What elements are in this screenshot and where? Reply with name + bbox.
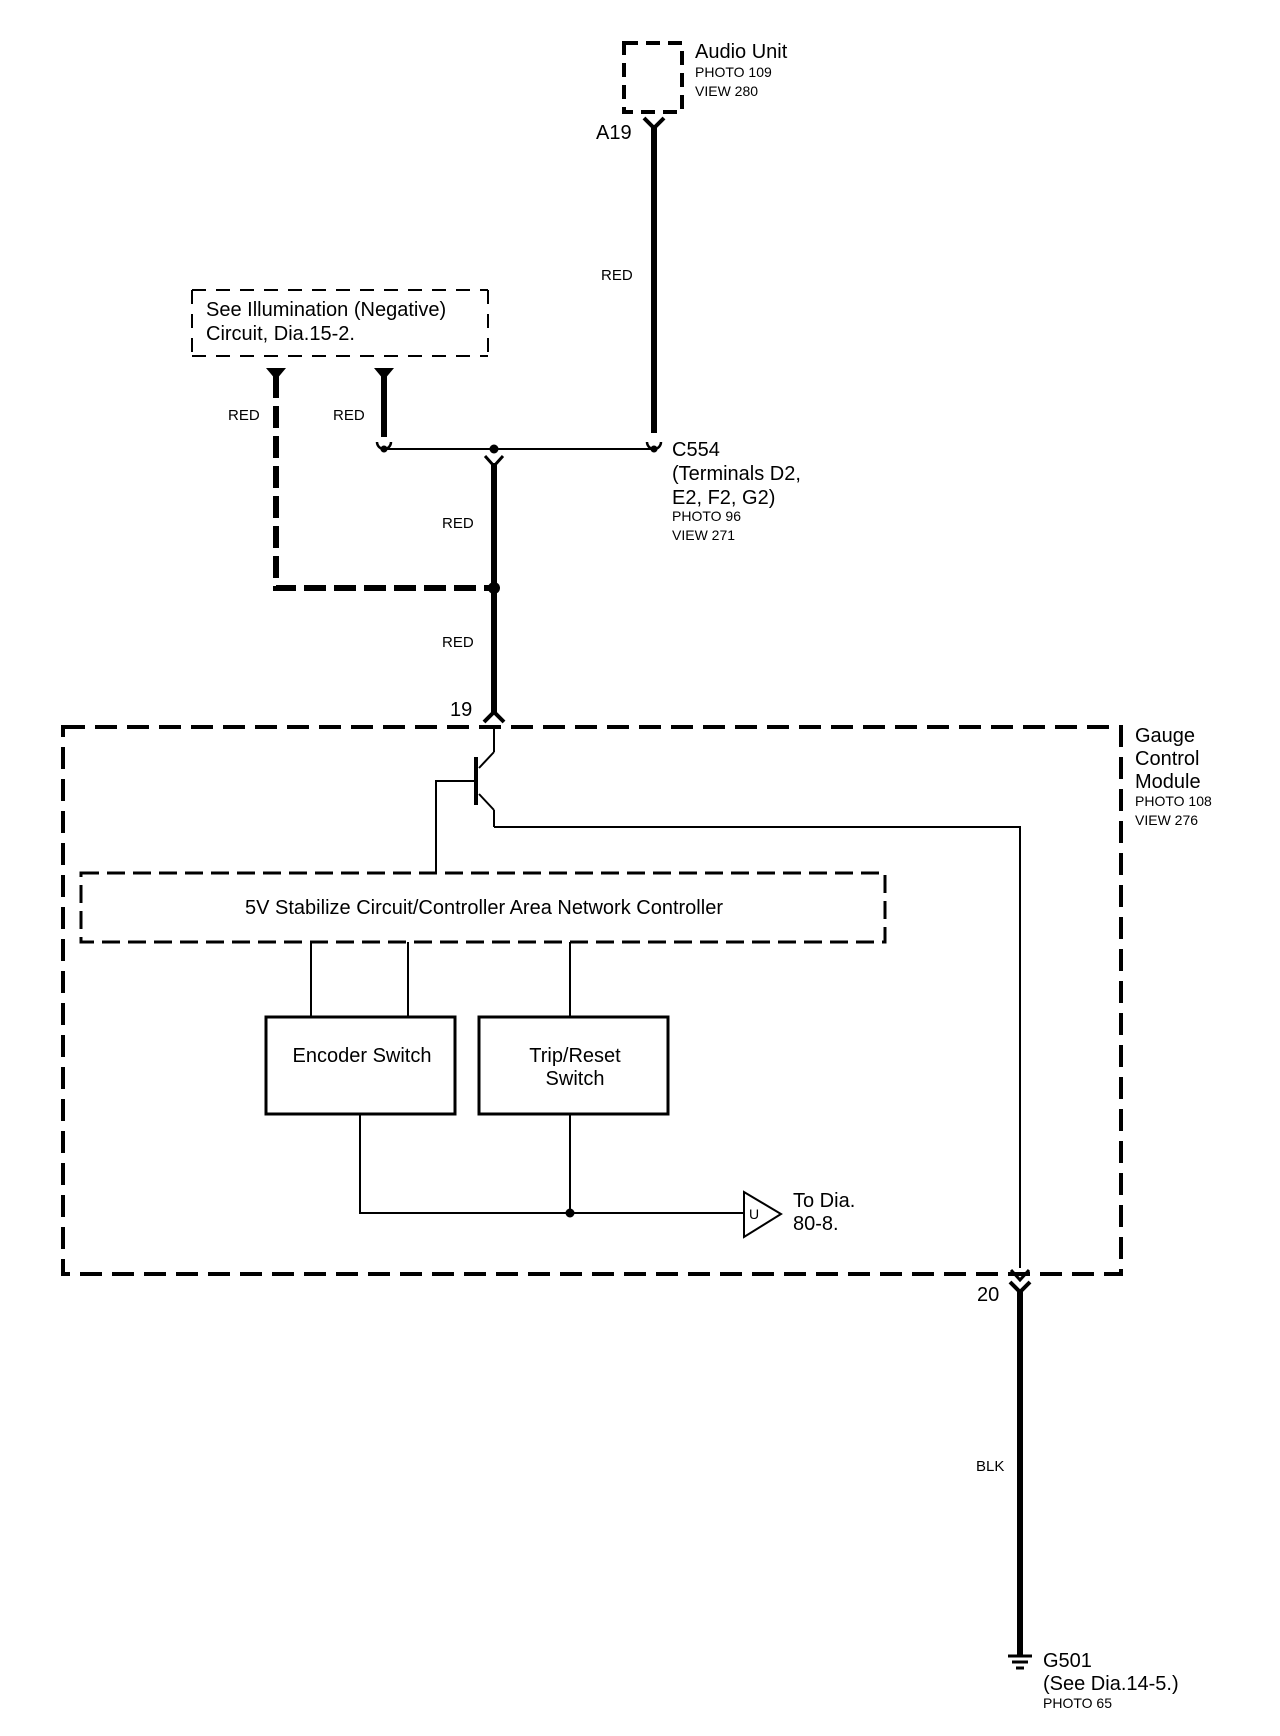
offpage-line1: To Dia. bbox=[793, 1190, 855, 1212]
gauge-module-photo: PHOTO 108 bbox=[1135, 793, 1212, 809]
c554-terminals-1: (Terminals D2, bbox=[672, 463, 801, 485]
g501-photo: PHOTO 65 bbox=[1043, 1695, 1112, 1711]
trip-reset-switch-line1: Trip/Reset bbox=[529, 1045, 621, 1067]
illum-right-terminal bbox=[374, 368, 394, 380]
c554-view: VIEW 271 bbox=[672, 527, 735, 543]
g501-name: G501 bbox=[1043, 1650, 1092, 1672]
transistor-symbol bbox=[435, 727, 495, 873]
wire-label-ground: BLK bbox=[976, 1458, 1004, 1475]
gauge-module-line3: Module bbox=[1135, 771, 1201, 793]
c554-splice bbox=[489, 444, 499, 454]
gauge-pin-19-terminal bbox=[482, 709, 506, 724]
wire-label-to-gauge: RED bbox=[442, 634, 474, 651]
illumination-note-line1: See Illumination (Negative) bbox=[206, 299, 446, 321]
offpage-line2: 80-8. bbox=[793, 1213, 839, 1235]
gauge-pin-20: 20 bbox=[977, 1284, 999, 1306]
wire-label-illum-left: RED bbox=[228, 407, 260, 424]
wire-switches-out bbox=[359, 1114, 744, 1214]
controller-block-label: 5V Stabilize Circuit/Controller Area Net… bbox=[245, 897, 723, 919]
trip-reset-switch: Trip/Reset Switch bbox=[477, 1015, 670, 1116]
wire-label-audio-to-c554: RED bbox=[601, 267, 633, 284]
c554-terminals-2: E2, F2, G2) bbox=[672, 487, 775, 509]
controller-block-box bbox=[79, 871, 887, 944]
wire-label-illum-right: RED bbox=[333, 407, 365, 424]
gauge-module-line1: Gauge bbox=[1135, 725, 1195, 747]
gauge-pin-19: 19 bbox=[450, 699, 472, 721]
trip-reset-switch-line2: Switch bbox=[546, 1068, 605, 1090]
gauge-control-module: Gauge Control Module PHOTO 108 VIEW 276 bbox=[61, 725, 1212, 1276]
connector-c554: C554 (Terminals D2, E2, F2, G2) PHOTO 96… bbox=[375, 439, 801, 543]
offpage-letter: U bbox=[749, 1206, 759, 1222]
encoder-switch: Encoder Switch bbox=[264, 1015, 457, 1116]
illumination-note-line2: Circuit, Dia.15-2. bbox=[206, 323, 355, 345]
gauge-module-line2: Control bbox=[1135, 748, 1199, 770]
wire-illum-left bbox=[273, 376, 494, 591]
wire-internal-to-pin20 bbox=[494, 826, 1021, 1268]
offpage-connector-u: U To Dia. 80-8. bbox=[743, 1190, 855, 1239]
wire-label-c554-down: RED bbox=[442, 515, 474, 532]
ground-icon bbox=[1008, 1654, 1032, 1670]
ground-g501: G501 (See Dia.14-5.) PHOTO 65 bbox=[1008, 1650, 1179, 1711]
gauge-module-box bbox=[61, 725, 1123, 1276]
encoder-switch-label: Encoder Switch bbox=[293, 1045, 432, 1067]
c554-name: C554 bbox=[672, 439, 720, 461]
gauge-module-view: VIEW 276 bbox=[1135, 812, 1198, 828]
illum-left-terminal bbox=[266, 368, 286, 380]
audio-unit-box bbox=[622, 41, 684, 114]
switch-junction bbox=[565, 1208, 575, 1218]
audio-unit-view: VIEW 280 bbox=[695, 83, 758, 99]
audio-unit: Audio Unit PHOTO 109 VIEW 280 A19 bbox=[596, 41, 788, 144]
controller-block: 5V Stabilize Circuit/Controller Area Net… bbox=[79, 871, 887, 944]
offpage-arrow-icon bbox=[743, 1190, 783, 1239]
trip-reset-switch-box bbox=[477, 1015, 670, 1116]
audio-unit-name: Audio Unit bbox=[695, 41, 788, 63]
illumination-note: See Illumination (Negative) Circuit, Dia… bbox=[191, 289, 489, 357]
audio-unit-photo: PHOTO 109 bbox=[695, 64, 772, 80]
g501-see: (See Dia.14-5.) bbox=[1043, 1673, 1179, 1695]
c554-photo: PHOTO 96 bbox=[672, 508, 741, 524]
audio-unit-pin: A19 bbox=[596, 122, 632, 144]
